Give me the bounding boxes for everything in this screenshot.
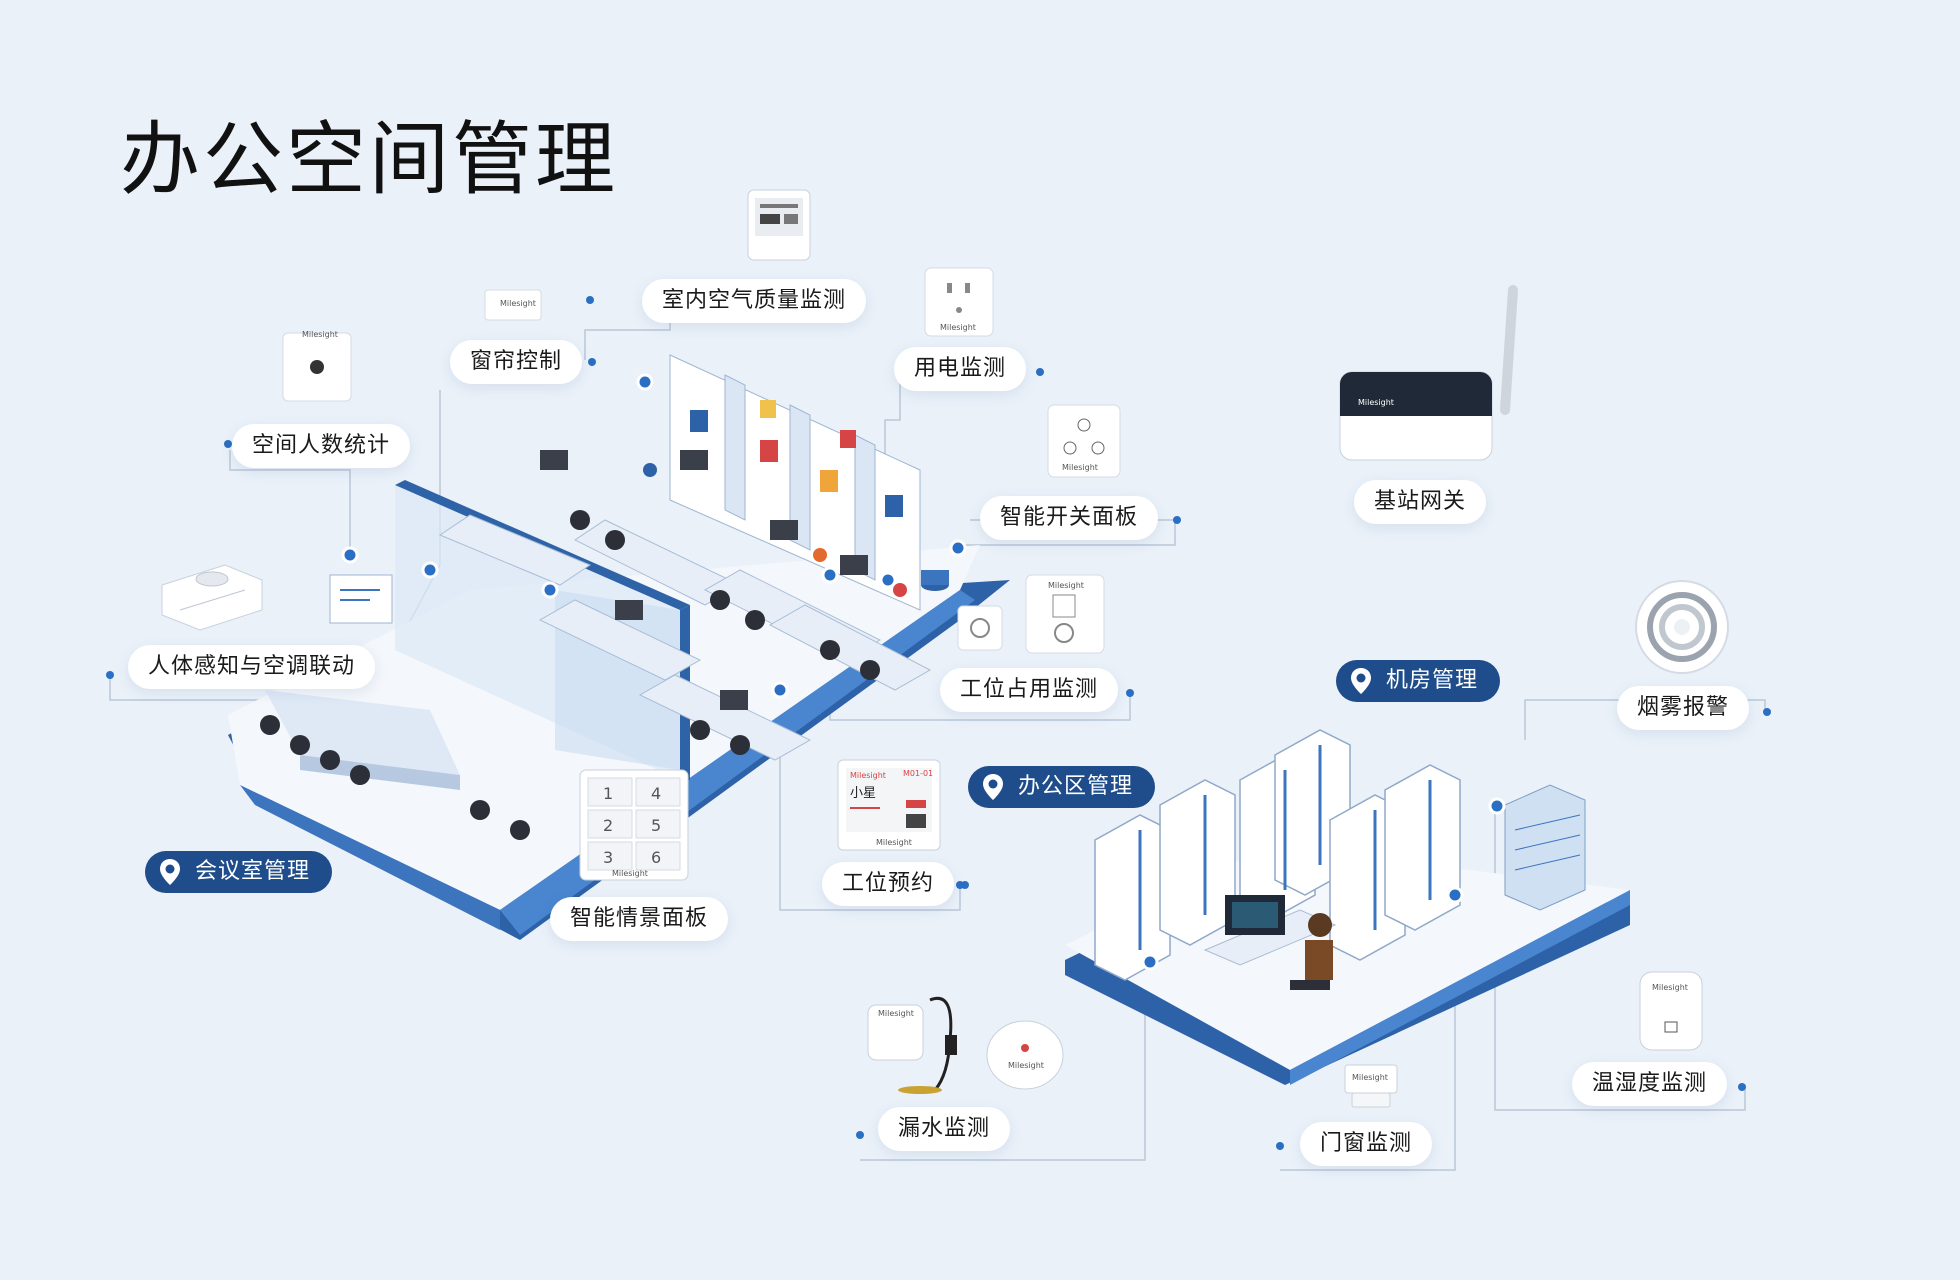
label-leak[interactable]: 漏水监测 [878, 1107, 1011, 1151]
curtain-sensor-device [484, 289, 542, 321]
hotspot-door [1446, 886, 1464, 904]
hotspot-power [879, 571, 897, 589]
desk-occupancy-device [957, 574, 1105, 654]
connector-booking [779, 690, 961, 911]
zone-office-label: 办公区管理 [1018, 774, 1134, 799]
leak-sensor-device [867, 997, 1064, 1094]
label-curtain[interactable]: 窗帘控制 [450, 340, 583, 384]
people-counter-device [282, 332, 352, 402]
brand-mark-booking-bottom: Milesight [876, 838, 912, 847]
location-pin-icon [1351, 668, 1371, 694]
scene-key-3: 3 [603, 848, 613, 867]
scene-panel-device [579, 769, 689, 881]
label-power[interactable]: 用电监测 [894, 347, 1027, 391]
hotspot-booking [771, 681, 789, 699]
brand-mark-leak: Milesight [878, 1009, 914, 1018]
label-desk-occupancy[interactable]: 工位占用监测 [940, 668, 1119, 712]
label-gateway[interactable]: 基站网关 [1354, 480, 1487, 524]
hotspot-temp [1488, 797, 1506, 815]
server-floor [1065, 729, 1630, 1085]
brand-mark-desk: Milesight [1048, 581, 1084, 590]
scene-key-2: 2 [603, 816, 613, 835]
brand-mark-switch: Milesight [1062, 463, 1098, 472]
booking-name: 小星 [850, 786, 876, 801]
scene-key-5: 5 [651, 816, 661, 835]
brand-mark-socket: Milesight [940, 323, 976, 332]
power-socket-device [924, 267, 994, 337]
page-title: 办公空间管理 [120, 113, 618, 206]
zone-meeting[interactable]: 会议室管理 [145, 851, 333, 893]
label-temp-humidity[interactable]: 温湿度监测 [1572, 1062, 1728, 1106]
scene-key-1: 1 [603, 784, 613, 803]
human-sensor-device [161, 564, 263, 631]
zone-server-label: 机房管理 [1386, 668, 1479, 693]
hotspot-switch [949, 539, 967, 557]
brand-mark-curtain: Milesight [500, 299, 536, 308]
location-pin-icon [983, 774, 1003, 800]
smart-switch-device [1047, 404, 1121, 478]
label-scene-panel[interactable]: 智能情景面板 [550, 897, 729, 941]
location-pin-icon [160, 859, 180, 885]
hotspot-people-count [341, 546, 359, 564]
brand-mark-door: Milesight [1352, 1073, 1388, 1082]
hotspot-air [636, 373, 654, 391]
brand-mark-booking: Milesight [850, 771, 886, 780]
label-smart-switch[interactable]: 智能开关面板 [980, 496, 1159, 540]
label-smoke[interactable]: 烟雾报警 [1617, 686, 1750, 730]
zone-server[interactable]: 机房管理 [1336, 660, 1501, 702]
hotspot-human [541, 581, 559, 599]
label-human-ac[interactable]: 人体感知与空调联动 [128, 645, 376, 689]
brand-mark-scene: Milesight [612, 869, 648, 878]
scene-key-4: 4 [651, 784, 661, 803]
label-desk-booking[interactable]: 工位预约 [822, 862, 955, 906]
temp-humidity-device [1639, 971, 1703, 1051]
connector-people-count [229, 450, 351, 560]
hotspot-curtain [421, 561, 439, 579]
label-air-quality[interactable]: 室内空气质量监测 [642, 279, 867, 323]
booking-display-device [837, 759, 941, 851]
hotspot-desk [821, 566, 839, 584]
label-door-window[interactable]: 门窗监测 [1300, 1122, 1433, 1166]
label-people-count[interactable]: 空间人数统计 [232, 424, 411, 468]
brand-mark-leak-round: Milesight [1008, 1061, 1044, 1070]
brand-mark-temp: Milesight [1652, 983, 1688, 992]
connector-leak [860, 965, 1146, 1161]
air-quality-device [747, 189, 811, 261]
brand-mark-people: Milesight [302, 330, 338, 339]
gateway-device [1339, 285, 1518, 461]
booking-room: M01-01 [903, 769, 933, 778]
zone-office[interactable]: 办公区管理 [968, 766, 1156, 808]
smoke-alarm-device [1635, 580, 1729, 674]
zone-meeting-label: 会议室管理 [195, 859, 311, 884]
brand-mark-gateway: Milesight [1358, 398, 1394, 407]
office-floor [228, 354, 1010, 940]
hotspot-leak [1141, 953, 1159, 971]
scene-key-6: 6 [651, 848, 661, 867]
door-sensor-device [1344, 1064, 1398, 1108]
